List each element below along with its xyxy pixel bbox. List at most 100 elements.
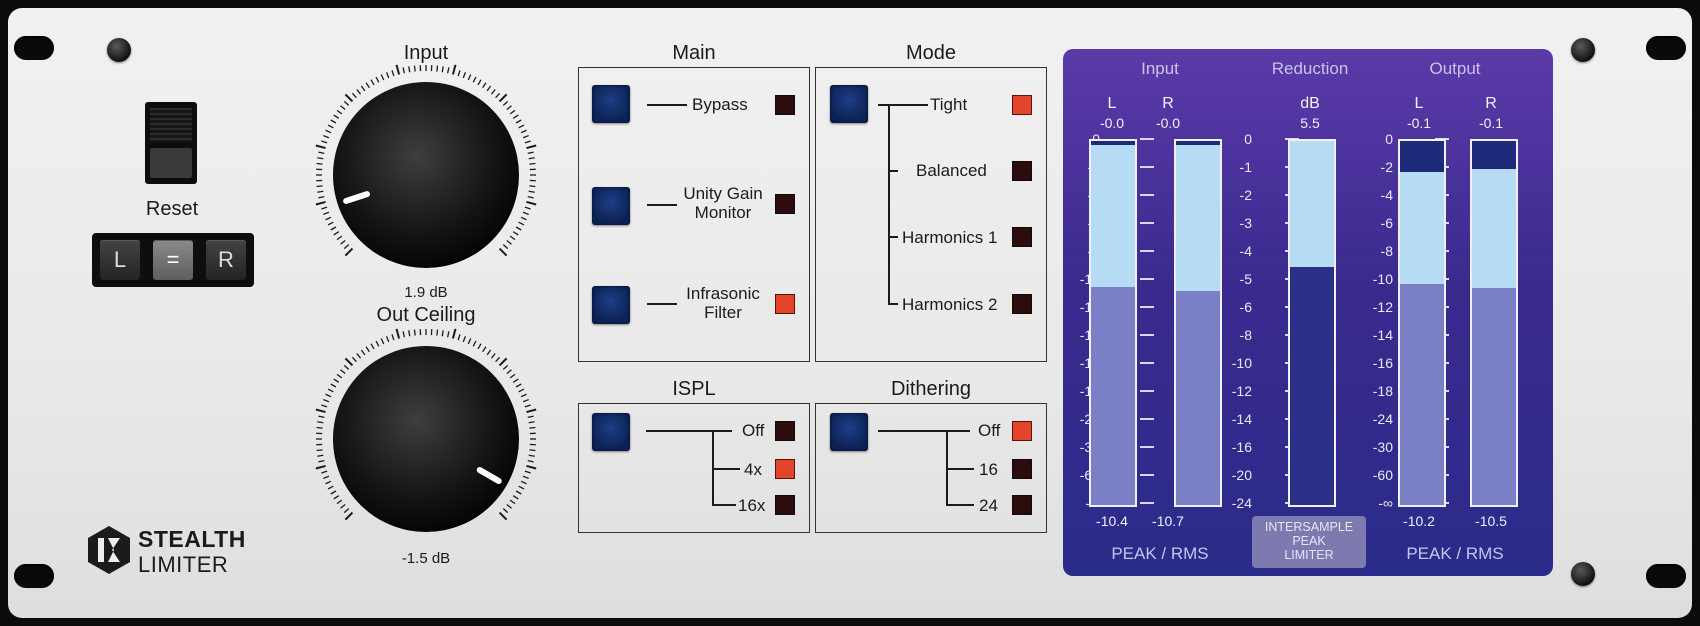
knob-tick — [321, 206, 328, 210]
bypass-button[interactable] — [592, 85, 630, 123]
knob-tick — [526, 408, 537, 414]
dithering-24-label: 24 — [979, 496, 998, 515]
knob-tick — [408, 66, 411, 73]
knob-tick — [385, 336, 390, 343]
knob-tick — [527, 195, 534, 199]
knob-tick — [343, 508, 350, 514]
knob-tick — [512, 114, 519, 119]
knob-tick — [512, 231, 519, 236]
reduction-scale-label: -24 — [1231, 495, 1252, 511]
knob-tick — [315, 464, 326, 470]
knob-tick — [498, 511, 508, 521]
knob-tick — [327, 124, 334, 129]
ispl-tree-line — [712, 430, 714, 505]
knob-tick — [351, 92, 357, 99]
knob-tick — [502, 244, 509, 250]
rack-hole — [14, 36, 54, 60]
knob-tick — [522, 211, 529, 216]
reduction-scale-label: -10 — [1231, 355, 1252, 371]
output-l-meter — [1398, 139, 1446, 507]
knob-tick — [343, 100, 350, 106]
knob-tick — [336, 499, 343, 505]
output-r-peak: -0.1 — [1478, 115, 1504, 131]
mode-section — [815, 67, 1047, 362]
knob-tick — [370, 79, 375, 86]
input-knob-title: Input — [403, 42, 449, 64]
knob-pointer — [343, 191, 371, 204]
infrasonic-filter-button[interactable] — [592, 286, 630, 324]
input-r-meter-rms-fill — [1176, 290, 1220, 505]
rack-hole — [14, 564, 54, 588]
knob-tick — [472, 340, 477, 347]
knob-tick — [529, 449, 536, 452]
input-knob[interactable] — [315, 64, 537, 280]
meter-tick — [1140, 502, 1154, 504]
output-l-peak: -0.1 — [1406, 115, 1432, 131]
bypass-label: Bypass — [692, 95, 748, 114]
main-section-title: Main — [672, 42, 716, 64]
knob-tick — [486, 85, 492, 92]
knob-tick — [340, 105, 346, 111]
knob-tick — [502, 364, 509, 370]
reset-right-button[interactable]: R — [206, 240, 246, 280]
reset-left-button[interactable]: L — [100, 240, 140, 280]
knob-tick — [316, 185, 323, 188]
input-r-name: R — [1162, 95, 1174, 112]
screw-icon — [1571, 38, 1595, 62]
knob-tick — [462, 72, 467, 79]
knob-tick — [506, 239, 512, 245]
knob-tick — [527, 151, 534, 155]
knob-tick — [380, 338, 385, 345]
dithering-cycle-button[interactable] — [830, 413, 868, 451]
ceiling-knob-value: -1.5 dB — [401, 550, 451, 567]
reset-link-button[interactable]: = — [153, 240, 193, 280]
ispl-cycle-button[interactable] — [592, 413, 630, 451]
reduction-scale-label: -2 — [1239, 187, 1252, 203]
knob-tick — [395, 328, 401, 339]
knob-tick — [330, 119, 337, 124]
knob-tick — [436, 65, 439, 72]
knob-tick — [529, 426, 536, 429]
mode-harmonics2-led — [1012, 294, 1032, 314]
knob-tick — [321, 140, 328, 144]
knob-tick — [408, 330, 411, 337]
knob-tick — [325, 129, 332, 134]
knob-body — [333, 346, 519, 532]
ispl-off-label: Off — [742, 421, 765, 440]
knob-tick — [518, 221, 525, 226]
ispl-16x-led — [775, 495, 795, 515]
knob-tick — [524, 404, 531, 408]
reduction-scale-label: -1 — [1239, 159, 1252, 175]
ispl-4x-label: 4x — [744, 460, 762, 479]
knob-tick — [325, 216, 332, 221]
knob-tick — [325, 480, 332, 485]
output-l-name: L — [1414, 95, 1424, 112]
connector-line — [647, 204, 677, 206]
reset-switch[interactable] — [145, 102, 197, 184]
knob-tick — [365, 82, 370, 89]
output-r-rms: -10.5 — [1475, 513, 1507, 529]
output-r-name: R — [1485, 95, 1497, 112]
unity-gain-monitor-button[interactable] — [592, 187, 630, 225]
knob-tick — [391, 334, 395, 341]
mode-harmonics2-label: Harmonics 2 — [902, 295, 998, 314]
knob-tick — [528, 454, 535, 457]
knob-tick — [321, 470, 328, 474]
ispl-section-title: ISPL — [672, 378, 716, 400]
reduction-fill — [1290, 141, 1334, 268]
output-l-rms: -10.2 — [1403, 513, 1435, 529]
meter-scale-label: -8 — [1380, 243, 1393, 259]
knob-tick — [495, 92, 501, 99]
knob-tick — [518, 124, 525, 129]
knob-tick — [336, 235, 343, 241]
meter-scale-label: -4 — [1380, 187, 1393, 203]
knob-tick — [327, 221, 334, 226]
out-ceiling-knob[interactable] — [315, 328, 537, 544]
output-l-meter-rms-fill — [1400, 283, 1444, 505]
mode-cycle-button[interactable] — [830, 85, 868, 123]
knob-tick — [515, 226, 522, 231]
meter-scale-label: -10 — [1372, 271, 1393, 287]
dithering-16-label: 16 — [979, 460, 998, 479]
knob-tick — [522, 398, 529, 403]
knob-tick — [441, 330, 444, 337]
